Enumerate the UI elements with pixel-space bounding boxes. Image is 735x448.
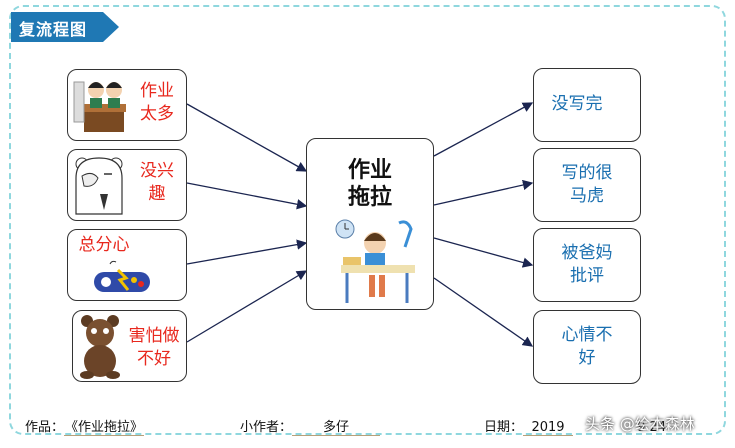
arrow-effect-1	[433, 102, 534, 157]
effect-4-line2: 好	[578, 348, 596, 368]
watermark: 头条 @绘本森林	[585, 415, 695, 433]
diagram-title: 复流程图	[19, 20, 88, 39]
center-box: 作业 拖拉	[306, 138, 434, 310]
game-controller-icon	[94, 260, 150, 292]
title-tag-shape	[11, 12, 119, 42]
dashed-frame	[9, 5, 726, 435]
date-rest: 9 24	[637, 420, 667, 435]
effect-box-2: 写的很 马虎	[533, 148, 641, 222]
cause-1-line2: 太多	[140, 104, 174, 124]
cause-box-2: 没兴 趣	[67, 149, 187, 221]
effect-box-4: 心情不 好	[533, 310, 641, 384]
cause-2-line2: 趣	[148, 184, 166, 204]
arrow-cause-1	[186, 103, 308, 172]
scared-teddy-bear-icon	[80, 315, 120, 379]
effect-box-3: 被爸妈 批评	[533, 228, 641, 302]
cause-2-line1: 没兴	[140, 161, 174, 181]
child-at-desk-illustration-icon	[335, 219, 415, 303]
effect-box-1: 没写完	[533, 68, 641, 142]
cause-box-3: 总分心	[67, 229, 187, 301]
cause-3-line1: 总分心	[78, 235, 130, 255]
busy-kids-illustration-icon	[73, 81, 126, 132]
bored-bear-illustration-icon	[75, 157, 123, 215]
effect-2-line1: 写的很	[561, 163, 613, 183]
arrow-cause-3	[186, 239, 308, 265]
cause-box-1: 作业 太多	[67, 69, 187, 141]
effect-1-line1: 没写完	[551, 94, 603, 114]
effect-3-line2: 批评	[570, 266, 604, 286]
date-label: 日期：	[484, 420, 524, 435]
arrow-effect-2	[433, 179, 534, 206]
work-value: 《作业拖拉》	[64, 416, 145, 436]
footer-author: 小作者：多仔	[240, 416, 381, 436]
footer-date: 日期：2019 9 24	[484, 416, 666, 436]
cause-1-line1: 作业	[140, 81, 174, 101]
arrow-effect-4	[433, 277, 534, 347]
cause-box-4: 害怕做 不好	[72, 310, 187, 382]
cause-4-line1: 害怕做	[128, 326, 180, 346]
effect-4-line1: 心情不	[561, 325, 613, 345]
author-label: 小作者：	[240, 420, 293, 435]
effect-2-line2: 马虎	[570, 186, 604, 206]
center-line2: 拖拉	[347, 185, 392, 210]
author-value: 多仔	[292, 416, 381, 436]
arrow-cause-4	[186, 270, 308, 343]
cause-4-line2: 不好	[137, 349, 171, 369]
arrow-effect-3	[433, 237, 534, 268]
center-line1: 作业	[347, 158, 392, 183]
work-label: 作品：	[25, 420, 65, 435]
effect-3-line1: 被爸妈	[561, 243, 613, 263]
arrow-cause-2	[186, 182, 308, 210]
footer-work: 作品：《作业拖拉》	[25, 416, 145, 436]
date-value: 2019	[523, 420, 574, 436]
title-tag: 复流程图	[11, 10, 121, 44]
